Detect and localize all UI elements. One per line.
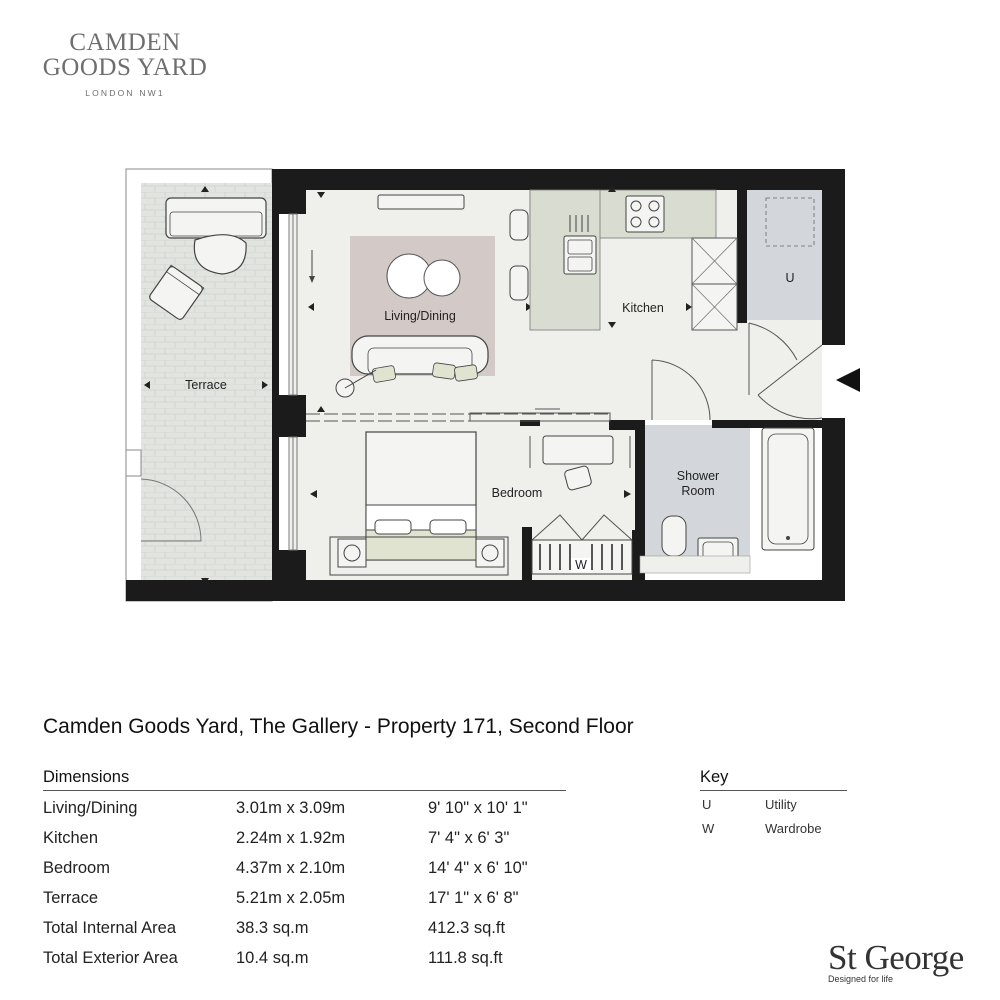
bar-stool: [509, 265, 529, 301]
room-label-kitchen: Kitchen: [622, 301, 664, 315]
utility-cupboard: [765, 197, 815, 247]
room-label-utility: U: [785, 271, 794, 285]
bedside-table: [337, 538, 367, 568]
bedside-table: [475, 538, 505, 568]
hob-icon: [625, 195, 665, 233]
kitchen-area: [509, 186, 738, 331]
dimension-metric: 3.01m x 3.09m: [236, 799, 346, 817]
table-row: Bedroom 4.37m x 2.10m 14' 4" x 6' 10": [43, 851, 566, 881]
room-label-wardrobe: W: [575, 558, 587, 572]
table-row: Terrace 5.21m x 2.05m 17' 1" x 6' 8": [43, 881, 566, 911]
terrace-area: [125, 168, 273, 602]
key-heading: Key: [700, 768, 847, 791]
dimension-room: Total Exterior Area: [43, 949, 178, 967]
dimension-metric: 10.4 sq.m: [236, 949, 309, 967]
room-label-shower-line-2: Room: [681, 484, 714, 498]
entrance-arrow-icon: [836, 368, 860, 392]
key-code: U: [702, 797, 712, 812]
entrance: [748, 322, 860, 420]
dimension-imperial: 111.8 sq.ft: [428, 949, 503, 967]
room-label-terrace: Terrace: [185, 378, 227, 392]
key-label: Utility: [765, 797, 797, 812]
brand-tagline: Designed for life: [828, 974, 894, 984]
dimension-imperial: 7' 4" x 6' 3": [428, 829, 510, 847]
table-row: Total Exterior Area 10.4 sq.m 111.8 sq.f…: [43, 941, 566, 971]
shower-room: [639, 359, 815, 574]
dimension-metric: 2.24m x 1.92m: [236, 829, 346, 847]
dimension-imperial: 14' 4" x 6' 10": [428, 859, 528, 877]
dimension-imperial: 9' 10" x 10' 1": [428, 799, 528, 817]
dimension-room: Total Internal Area: [43, 919, 176, 937]
st-george-logo: St George Designed for life: [828, 938, 964, 985]
dimension-metric: 4.37m x 2.10m: [236, 859, 346, 877]
logo-line-2: GOODS YARD: [42, 54, 208, 81]
key-legend: Key U Utility W Wardrobe: [700, 768, 847, 839]
room-label-living-dining: Living/Dining: [384, 309, 456, 323]
dimension-metric: 5.21m x 2.05m: [236, 889, 346, 907]
dimension-room: Living/Dining: [43, 799, 138, 817]
key-label: Wardrobe: [765, 821, 822, 836]
media-unit: [377, 194, 465, 210]
dimensions-table: Dimensions Living/Dining 3.01m x 3.09m 9…: [43, 768, 566, 971]
logo-line-3: LONDON NW1: [85, 88, 165, 98]
list-item: U Utility: [700, 791, 847, 815]
key-code: W: [702, 821, 715, 836]
room-label-shower-line-1: Shower: [677, 469, 719, 483]
sink-icon: [563, 235, 597, 275]
room-label-bedroom: Bedroom: [492, 486, 543, 500]
sliding-partition: [306, 408, 611, 422]
table-row: Total Internal Area 38.3 sq.m 412.3 sq.f…: [43, 911, 566, 941]
terrace-sofa: [165, 197, 267, 239]
list-item: W Wardrobe: [700, 815, 847, 839]
logo-line-1: CAMDEN: [69, 29, 181, 56]
property-title: Camden Goods Yard, The Gallery - Propert…: [43, 715, 634, 738]
terrace-table: [193, 234, 247, 275]
toilet-icon: [661, 515, 687, 557]
dimension-room: Terrace: [43, 889, 99, 907]
dimension-imperial: 17' 1" x 6' 8": [428, 889, 519, 907]
bathtub-icon: [761, 427, 815, 551]
walls: [126, 169, 845, 601]
living-dining-area: [308, 192, 532, 412]
bar-stool: [509, 209, 529, 241]
table-row: Living/Dining 3.01m x 3.09m 9' 10" x 10'…: [43, 791, 566, 821]
dimension-imperial: 412.3 sq.ft: [428, 919, 506, 937]
dimension-room: Kitchen: [43, 829, 99, 847]
dimension-metric: 38.3 sq.m: [236, 919, 309, 937]
window-panels: [288, 213, 298, 551]
dimension-room: Bedroom: [43, 859, 110, 877]
camden-goods-yard-logo: CAMDEN GOODS YARD LONDON NW1: [30, 30, 220, 98]
desk: [542, 435, 614, 465]
brand-name: St George: [828, 938, 964, 977]
dimensions-heading: Dimensions: [43, 768, 566, 791]
table-row: Kitchen 2.24m x 1.92m 7' 4" x 6' 3": [43, 821, 566, 851]
